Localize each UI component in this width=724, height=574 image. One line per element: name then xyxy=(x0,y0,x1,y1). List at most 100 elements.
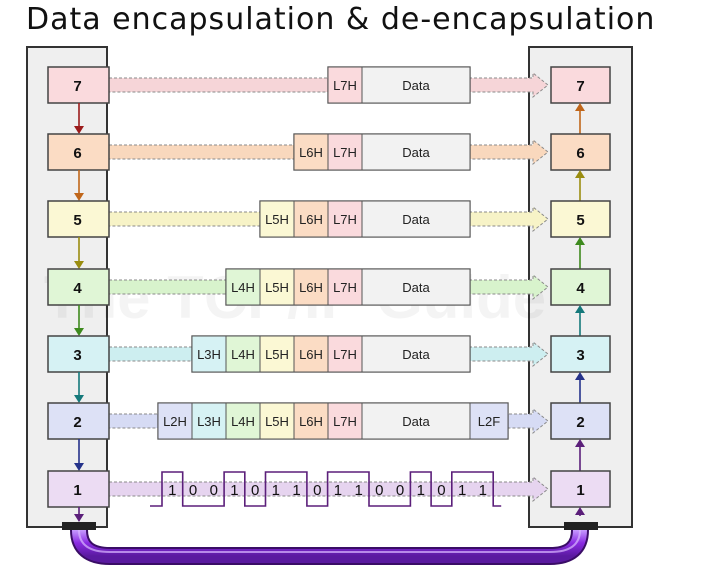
flow-band-layer-1 xyxy=(108,475,549,503)
up-arrow-head xyxy=(575,170,585,178)
left-layer-box-1 xyxy=(47,470,110,508)
bit-wave-line xyxy=(150,471,502,507)
header-label: L3H xyxy=(197,414,221,429)
header-cell-l5h xyxy=(259,200,295,238)
bit-digit: 0 xyxy=(210,482,218,499)
right-layer-box-6 xyxy=(550,133,611,171)
bit-digit: 1 xyxy=(292,482,300,499)
bit-digit: 1 xyxy=(458,482,466,499)
down-arrow-head xyxy=(74,193,84,201)
left-layer-number: 7 xyxy=(73,78,81,95)
header-cell-l7h xyxy=(327,402,363,440)
left-layer-box-4 xyxy=(47,268,110,306)
left-layer-box-6 xyxy=(47,133,110,171)
header-label: L3H xyxy=(197,347,221,362)
up-arrow-head xyxy=(575,372,585,380)
bit-digit: 0 xyxy=(313,482,321,499)
header-label: L6H xyxy=(299,145,323,160)
data-label: Data xyxy=(402,145,430,160)
header-cell-l7h xyxy=(327,200,363,238)
header-cell-l5h xyxy=(259,402,295,440)
header-cell-l7h xyxy=(327,133,363,171)
left-layer-number: 2 xyxy=(73,414,81,431)
right-layer-box-5 xyxy=(550,200,611,238)
data-label: Data xyxy=(402,212,430,227)
data-label: Data xyxy=(402,78,430,93)
trailer-label: L2F xyxy=(478,414,500,429)
header-label: L7H xyxy=(333,78,357,93)
header-label: L5H xyxy=(265,280,289,295)
header-label: L6H xyxy=(299,212,323,227)
bit-digit: 1 xyxy=(417,482,425,499)
header-label: L7H xyxy=(333,145,357,160)
header-cell-l3h xyxy=(191,335,227,373)
down-arrow-head xyxy=(74,395,84,403)
down-arrow-head xyxy=(74,328,84,336)
pdu-layer-6: L6H L7H Data xyxy=(293,133,471,171)
right-layer-number: 4 xyxy=(576,280,585,297)
data-cell xyxy=(361,66,471,104)
header-cell-l3h xyxy=(191,402,227,440)
down-arrow-head xyxy=(74,261,84,269)
data-label: Data xyxy=(402,414,430,429)
header-label: L5H xyxy=(265,347,289,362)
bit-digit: 0 xyxy=(437,482,445,499)
up-arrow-head xyxy=(575,439,585,447)
up-arrow-head xyxy=(575,305,585,313)
data-cell xyxy=(361,133,471,171)
header-label: L4H xyxy=(231,347,255,362)
header-cell-l6h xyxy=(293,200,329,238)
right-layer-number: 7 xyxy=(576,78,584,95)
data-cell xyxy=(361,335,471,373)
bit-digit: 1 xyxy=(168,482,176,499)
down-arrow-head xyxy=(74,514,84,522)
physical-cable xyxy=(70,529,589,565)
left-layer-box-2 xyxy=(47,402,110,440)
bit-digit: 1 xyxy=(230,482,238,499)
header-cell-l6h xyxy=(293,335,329,373)
header-cell-l6h xyxy=(293,268,329,306)
header-label: L4H xyxy=(231,414,255,429)
bit-digit: 0 xyxy=(251,482,259,499)
header-cell-l6h xyxy=(293,133,329,171)
left-connector xyxy=(62,522,96,530)
header-label: L7H xyxy=(333,212,357,227)
down-arrow-head xyxy=(74,126,84,134)
data-label: Data xyxy=(402,347,430,362)
header-label: L5H xyxy=(265,414,289,429)
header-cell-l4h xyxy=(225,335,261,373)
right-layer-number: 2 xyxy=(576,414,584,431)
right-layer-box-7 xyxy=(550,66,611,104)
left-layer-number: 3 xyxy=(73,347,81,364)
left-layer-number: 6 xyxy=(73,145,81,162)
pdu-layer-3: L3H L4H L5H L6H L7H Data xyxy=(191,335,471,373)
pdu-layer-7: L7H Data xyxy=(327,66,471,104)
right-layer-box-4 xyxy=(550,268,611,306)
header-cell-l5h xyxy=(259,268,295,306)
header-label: L6H xyxy=(299,280,323,295)
header-cell-l2h xyxy=(157,402,193,440)
left-layer-number: 4 xyxy=(73,280,82,297)
header-label: L7H xyxy=(333,414,357,429)
header-label: L6H xyxy=(299,347,323,362)
header-label: L7H xyxy=(333,347,357,362)
left-layer-number: 5 xyxy=(73,212,81,229)
bit-digit: 1 xyxy=(272,482,280,499)
bit-digit: 1 xyxy=(354,482,362,499)
right-layer-box-1 xyxy=(550,470,611,508)
data-cell xyxy=(361,268,471,306)
bit-digit: 0 xyxy=(375,482,383,499)
right-layer-number: 6 xyxy=(576,145,584,162)
bit-digit: 1 xyxy=(334,482,342,499)
header-cell-l5h xyxy=(259,335,295,373)
bit-digit: 0 xyxy=(396,482,404,499)
right-layer-box-3 xyxy=(550,335,611,373)
left-layer-number: 1 xyxy=(73,482,81,499)
right-layer-number: 5 xyxy=(576,212,584,229)
bit-digit: 1 xyxy=(479,482,487,499)
header-label: L2H xyxy=(163,414,187,429)
